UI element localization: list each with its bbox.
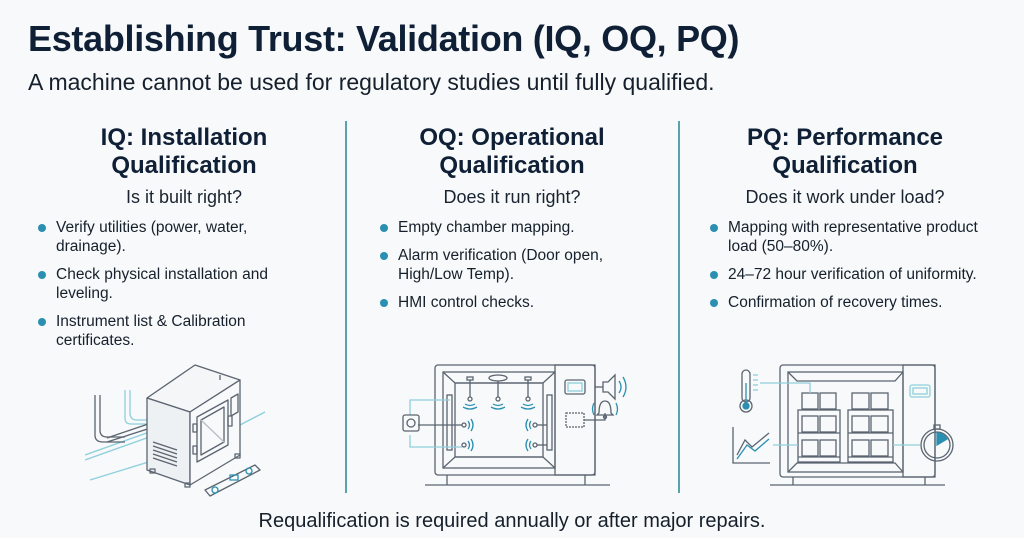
bullet-text: Empty chamber mapping. [398, 219, 575, 236]
list-item: Empty chamber mapping. [376, 218, 646, 237]
page-subtitle: A machine cannot be used for regulatory … [28, 69, 715, 95]
pq-column: PQ: Performance Qualification Does it wo… [690, 124, 1000, 321]
iq-chamber-installation-icon [85, 364, 266, 497]
oq-empty-chamber-sensors-icon [402, 364, 627, 486]
bullet-dot-icon [38, 318, 46, 326]
oq-title: OQ: Operational Qualification [362, 124, 662, 180]
bullet-dot-icon [710, 224, 718, 232]
pq-bullet-list: Mapping with representative product load… [706, 218, 986, 312]
bullet-text: Confirmation of recovery times. [728, 294, 943, 311]
bullet-dot-icon [710, 299, 718, 307]
bullet-text: Check physical installation and leveling… [56, 266, 268, 302]
iq-bullet-list: Verify utilities (power, water, drainage… [34, 218, 304, 350]
bullet-text: 24–72 hour verification of uniformity. [728, 266, 977, 283]
page-title: Establishing Trust: Validation (IQ, OQ, … [28, 18, 740, 59]
list-item: Alarm verification (Door open, High/Low … [376, 246, 646, 284]
bullet-dot-icon [38, 271, 46, 279]
pq-loaded-chamber-icon [732, 364, 954, 486]
list-item: 24–72 hour verification of uniformity. [706, 265, 986, 284]
bullet-dot-icon [380, 224, 388, 232]
column-divider [678, 121, 680, 493]
bullet-text: HMI control checks. [398, 294, 535, 311]
oq-question: Does it run right? [443, 187, 581, 207]
bullet-dot-icon [380, 299, 388, 307]
iq-question: Is it built right? [125, 187, 243, 207]
bullet-dot-icon [710, 271, 718, 279]
column-divider [345, 121, 347, 493]
list-item: Instrument list & Calibration certificat… [34, 312, 304, 350]
list-item: Confirmation of recovery times. [706, 293, 986, 312]
bullet-text: Mapping with representative product load… [728, 219, 978, 255]
pq-title: PQ: Performance Qualification [690, 124, 1000, 180]
list-item: Verify utilities (power, water, drainage… [34, 218, 304, 256]
pq-title-line2: Qualification [772, 152, 918, 179]
pq-question: Does it work under load? [745, 187, 945, 207]
oq-title-line2: Qualification [439, 152, 585, 179]
list-item: Check physical installation and leveling… [34, 265, 304, 303]
iq-title: IQ: Installation Qualification [34, 124, 334, 180]
bullet-text: Verify utilities (power, water, drainage… [56, 219, 248, 255]
bullet-dot-icon [380, 252, 388, 260]
list-item: HMI control checks. [376, 293, 646, 312]
iq-title-line2: Qualification [111, 152, 257, 179]
list-item: Mapping with representative product load… [706, 218, 986, 256]
iq-column: IQ: Installation Qualification Is it bui… [34, 124, 334, 359]
oq-column: OQ: Operational Qualification Does it ru… [362, 124, 662, 321]
oq-title-line1: OQ: Operational [419, 124, 605, 151]
bullet-text: Alarm verification (Door open, High/Low … [398, 247, 604, 283]
footer-note: Requalification is required annually or … [258, 510, 766, 532]
bullet-dot-icon [38, 224, 46, 232]
bullet-text: Instrument list & Calibration certificat… [56, 313, 246, 349]
oq-bullet-list: Empty chamber mapping. Alarm verificatio… [376, 218, 646, 312]
iq-title-line1: IQ: Installation [100, 124, 268, 151]
pq-title-line1: PQ: Performance [746, 124, 944, 151]
